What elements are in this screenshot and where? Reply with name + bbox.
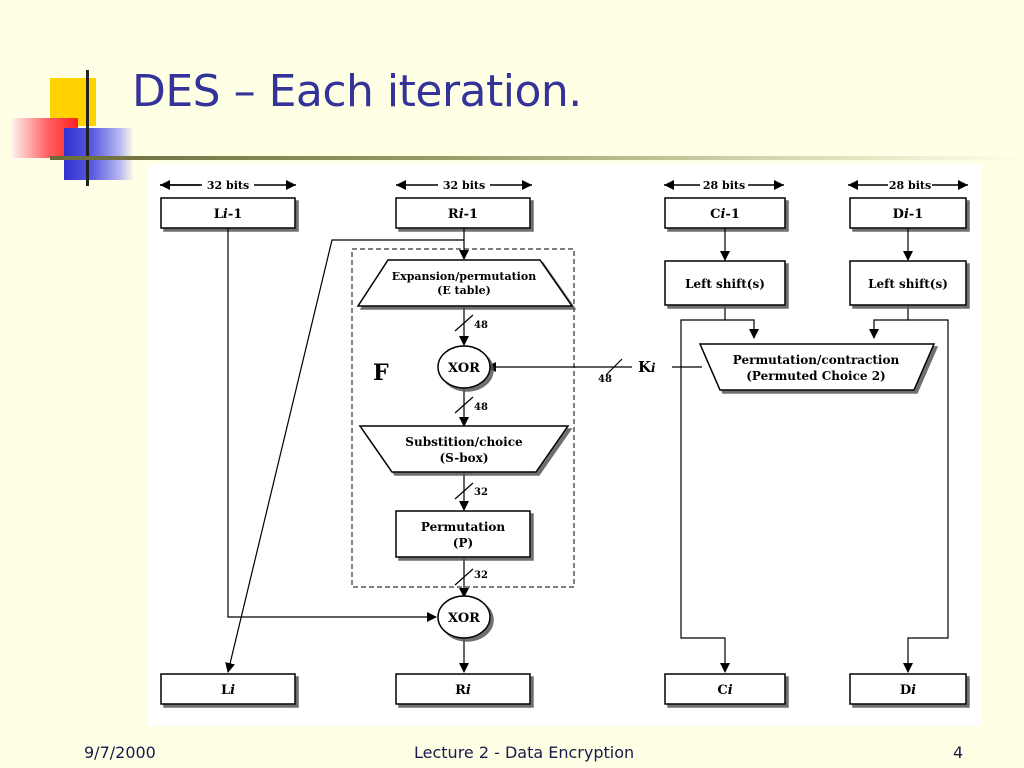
- left-shift-box-d: Left shift(s): [849, 260, 967, 306]
- svg-text:Li: Li: [221, 683, 235, 698]
- bits-key: 48: [598, 374, 612, 385]
- expansion-line2: (E table): [437, 284, 491, 297]
- input-l-base: L: [214, 207, 223, 222]
- output-c-sub: i: [728, 683, 733, 698]
- output-l-base: L: [221, 683, 230, 698]
- f-function-label: F: [373, 360, 389, 386]
- input-r-base: R: [448, 207, 459, 222]
- svg-text:Di: Di: [900, 683, 916, 698]
- expansion-line1: Expansion/permutation: [392, 270, 536, 283]
- perm-line1: Permutation: [421, 520, 506, 534]
- f-xor-node: XOR: [437, 345, 491, 389]
- input-box-c: Ci-1: [664, 197, 786, 229]
- decor-vertical-line: [86, 70, 89, 186]
- footer-title: Lecture 2 - Data Encryption: [414, 743, 635, 762]
- bit-ticks: [454, 314, 623, 586]
- input-l-sub: i: [223, 207, 228, 222]
- svg-text:Ci-1: Ci-1: [710, 207, 740, 222]
- bits-after-sbox: 32: [474, 487, 488, 498]
- svg-text:Li-1: Li-1: [214, 207, 243, 222]
- permutation-p-box: Permutation (P): [395, 510, 531, 558]
- title-rule: [50, 156, 1024, 160]
- footer-date: 9/7/2000: [84, 743, 156, 762]
- input-d-base: D: [893, 207, 904, 222]
- left-shift-box-c: Left shift(s): [664, 260, 786, 306]
- svg-text:Ri-1: Ri-1: [448, 207, 478, 222]
- input-box-d: Di-1: [849, 197, 967, 229]
- subkey-base: K: [638, 358, 652, 376]
- output-box-d: Di: [849, 673, 967, 705]
- output-c-base: C: [717, 683, 727, 698]
- pc2-line2: (Permuted Choice 2): [746, 369, 886, 383]
- input-c-suffix: -1: [725, 207, 739, 222]
- left-shift-c-label: Left shift(s): [685, 277, 765, 291]
- sbox-line1: Substition/choice: [405, 435, 523, 449]
- width-label-r: 32 bits: [443, 179, 485, 192]
- bits-after-xor: 48: [474, 402, 488, 413]
- width-label-c: 28 bits: [703, 179, 745, 192]
- width-indicator-d: [848, 180, 968, 190]
- output-r-sub: i: [466, 683, 471, 698]
- des-round-diagram: 32 bits 32 bits 28 bits 28 bits Li-1 Ri-…: [148, 164, 982, 726]
- subkey-label: Ki: [638, 358, 656, 376]
- svg-text:Ci: Ci: [717, 683, 732, 698]
- width-label-d: 28 bits: [889, 179, 931, 192]
- width-label-l: 32 bits: [207, 179, 249, 192]
- input-d-suffix: -1: [909, 207, 923, 222]
- decor-blue-square: [64, 128, 134, 180]
- input-l-suffix: -1: [228, 207, 242, 222]
- sbox-box: Substition/choice (S-box): [358, 425, 570, 473]
- perm-line2: (P): [453, 536, 473, 550]
- expansion-permutation-box: Expansion/permutation (E table): [356, 259, 574, 307]
- input-r-suffix: -1: [464, 207, 478, 222]
- svg-text:Ri: Ri: [455, 683, 471, 698]
- pc2-line1: Permutation/contraction: [733, 353, 900, 367]
- output-box-c: Ci: [664, 673, 786, 705]
- bits-after-perm: 32: [474, 570, 488, 581]
- output-d-sub: i: [911, 683, 916, 698]
- svg-text:Di-1: Di-1: [893, 207, 924, 222]
- input-box-r: Ri-1: [395, 197, 531, 229]
- f-xor-label: XOR: [448, 361, 480, 376]
- output-box-r: Ri: [395, 673, 531, 705]
- round-xor-node: XOR: [437, 595, 491, 639]
- permuted-choice-2-box: Permutation/contraction (Permuted Choice…: [698, 343, 936, 391]
- subkey-sub: i: [651, 361, 656, 375]
- output-box-l: Li: [160, 673, 296, 705]
- sbox-line2: (S-box): [440, 451, 489, 465]
- left-shift-d-label: Left shift(s): [868, 277, 948, 291]
- input-c-sub: i: [720, 207, 725, 222]
- input-box-l: Li-1: [160, 197, 296, 229]
- output-l-sub: i: [230, 683, 235, 698]
- input-c-base: C: [710, 207, 720, 222]
- connector-lines: [225, 228, 949, 673]
- bits-after-expansion: 48: [474, 320, 488, 331]
- slide-title: DES – Each iteration.: [132, 66, 582, 117]
- width-indicator-c: [664, 180, 784, 190]
- width-indicator-l: [160, 180, 296, 190]
- input-r-sub: i: [459, 207, 464, 222]
- width-indicator-r: [396, 180, 532, 190]
- round-xor-label: XOR: [448, 611, 480, 626]
- output-d-base: D: [900, 683, 911, 698]
- output-r-base: R: [455, 683, 466, 698]
- input-d-sub: i: [904, 207, 909, 222]
- footer-page-number: 4: [953, 743, 964, 762]
